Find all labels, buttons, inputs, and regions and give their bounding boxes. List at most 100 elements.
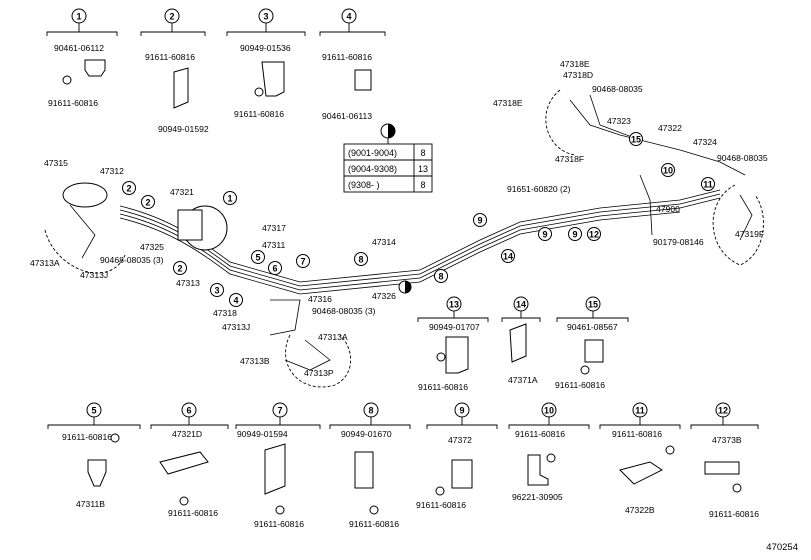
callout-number: 1 (76, 12, 81, 22)
callout-group-2: 2 91611-60816 90949-01592 (140, 8, 209, 134)
part-label: 90468-08035 (3) (312, 306, 376, 316)
bolt-icon (732, 483, 742, 493)
callout-number: 8 (438, 272, 443, 282)
part-label: 90468-08035 (717, 153, 768, 163)
callout-group-15: 15 90461-08567 91611-60816 (555, 296, 629, 390)
callout-group-6: 6 47321D 91611-60816 (150, 402, 229, 518)
callout-number: 7 (300, 257, 305, 267)
callout-number: 2 (169, 12, 174, 22)
part-label: 47323 (607, 116, 631, 126)
inline-callouts: 2 2 1 5 2 6 7 3 4 8 8 9 9 9 12 14 15 10 … (122, 132, 715, 307)
bolt-icon (179, 496, 189, 506)
callout-number: 5 (255, 253, 260, 263)
callout-group-4: 4 91611-60816 90461-06113 (319, 8, 386, 121)
table-ref: 13 (418, 164, 428, 174)
callout-number: 2 (145, 198, 150, 208)
part-number: 90949-01670 (341, 429, 392, 439)
part-number: 91611-60816 (515, 429, 565, 439)
part-number: 47371A (508, 375, 538, 385)
part-number: 90949-01536 (240, 43, 291, 53)
part-number: 91611-60816 (555, 380, 605, 390)
callout-number: 9 (477, 216, 482, 226)
part-label: 47317 (262, 223, 286, 233)
date-table: (9001-9004) 8 (9004-9308) 13 (9308- ) 8 (343, 123, 433, 193)
reservoir-part (177, 209, 203, 241)
callout-number: 10 (663, 166, 673, 176)
callout-number: 12 (718, 406, 728, 416)
callout-number: 6 (272, 264, 277, 274)
part-number: 91611-60816 (62, 432, 112, 442)
part-number: 91611-60816 (709, 509, 759, 519)
part-number: 96221-30905 (512, 492, 563, 502)
callout-number: 4 (346, 12, 351, 22)
part-label: 90468-08035 (592, 84, 643, 94)
part-number: 90461-08567 (567, 322, 618, 332)
part-label: 47312 (100, 166, 124, 176)
callout-group-7: 7 90949-01594 91611-60816 (235, 402, 321, 529)
callout-group-1: 1 90461-06112 91611-60816 (46, 8, 118, 108)
part-number: 47373B (712, 435, 742, 445)
part-label: 47313B (240, 356, 270, 366)
part-label: 47314 (372, 237, 396, 247)
callout-number: 8 (358, 255, 363, 265)
clamp-part (87, 459, 107, 487)
callout-number: 12 (589, 230, 599, 240)
callout-number: 2 (126, 184, 131, 194)
table-range: (9001-9004) (348, 148, 397, 158)
part-label: 47316 (308, 294, 332, 304)
clamp-part (704, 461, 740, 475)
callout-number: 15 (588, 300, 598, 310)
callout-number: 9 (542, 230, 547, 240)
bolt-icon (546, 453, 556, 463)
callout-number: 1 (227, 194, 232, 204)
part-number: 91611-60816 (418, 382, 468, 392)
bolt-icon (665, 445, 675, 455)
diagram-id: 470254 (766, 542, 798, 553)
part-number: 91611-60816 (349, 519, 399, 529)
part-label: 47900 (656, 204, 680, 214)
part-label: 47321 (170, 187, 194, 197)
callout-number: 9 (459, 406, 464, 416)
part-number: 91611-60816 (234, 109, 284, 119)
clamp-part (354, 69, 372, 91)
table-ref: 8 (420, 148, 425, 158)
part-label: 47318D (563, 70, 593, 80)
part-label: 47315 (44, 158, 68, 168)
part-label: 47326 (372, 291, 396, 301)
part-label: 47313J (222, 322, 250, 332)
part-label: 90468-08035 (3) (100, 255, 164, 265)
clamp-part (445, 336, 469, 374)
part-number: 91611-60816 (612, 429, 662, 439)
callout-number: 6 (186, 406, 191, 416)
part-number: 47322B (625, 505, 655, 515)
clamp-part (619, 461, 663, 485)
part-label: 47318F (555, 154, 584, 164)
bolt-icon (436, 352, 446, 362)
bolt-icon (254, 87, 264, 97)
clamp-part (451, 459, 473, 489)
bolt-icon (275, 505, 285, 515)
callout-number: 15 (631, 135, 641, 145)
callout-number: 14 (503, 252, 513, 262)
part-label: 47313A (318, 332, 348, 342)
part-label: 47318 (213, 308, 237, 318)
callout-number: 8 (368, 406, 373, 416)
part-number: 91611-60816 (168, 508, 218, 518)
part-label: 47313A (30, 258, 60, 268)
callout-group-10: 10 91611-60816 96221-30905 (508, 402, 590, 502)
callout-number: 5 (91, 406, 96, 416)
part-number: 47372 (448, 435, 472, 445)
callout-number: 14 (516, 300, 526, 310)
part-label: 47311 (262, 240, 285, 250)
part-number: 91611-60816 (322, 52, 372, 62)
callout-group-5: 5 91611-60816 47311B (47, 402, 141, 509)
callout-group-9: 9 47372 91611-60816 (416, 402, 498, 510)
part-number: 91611-60816 (254, 519, 304, 529)
table-range: (9308- ) (348, 180, 380, 190)
callout-group-11: 11 91611-60816 47322B (599, 402, 681, 515)
callout-group-8: 8 90949-01670 91611-60816 (329, 402, 411, 529)
part-number: 47311B (76, 499, 105, 509)
callout-number: 11 (635, 406, 645, 416)
table-range: (9004-9308) (348, 164, 397, 174)
